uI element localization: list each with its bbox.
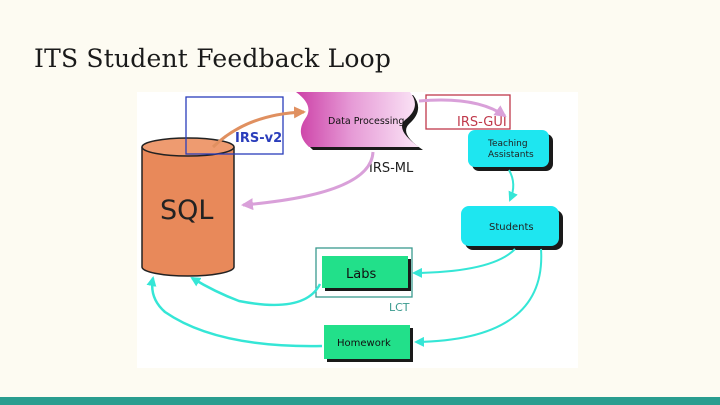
arrow-data-processing-to-gui bbox=[418, 98, 507, 118]
sql-label: SQL bbox=[160, 195, 213, 226]
bottom-accent-bar bbox=[0, 397, 720, 405]
data-processing-node: Data Processing bbox=[296, 92, 423, 150]
teaching-assistants-label-line1: Teaching bbox=[487, 139, 528, 149]
irs-gui-frame bbox=[425, 94, 511, 130]
students-label: Students bbox=[489, 222, 534, 233]
teaching-assistants-label-line2: Assistants bbox=[488, 150, 534, 160]
labs-label: Labs bbox=[346, 267, 376, 282]
data-processing-label: Data Processing bbox=[328, 116, 404, 127]
slide-title: ITS Student Feedback Loop bbox=[34, 44, 392, 73]
arrow-ta-to-students bbox=[508, 169, 518, 202]
arrow-homework-to-sql bbox=[146, 276, 323, 348]
irs-v2-frame bbox=[185, 96, 284, 155]
labs-node: Labs bbox=[322, 256, 411, 291]
irs-ml-label: IRS-ML bbox=[369, 161, 414, 176]
arrow-students-to-labs bbox=[412, 248, 516, 278]
lct-label: LCT bbox=[389, 301, 410, 314]
homework-node: Homework bbox=[324, 325, 413, 362]
irs-gui-label: IRS-GUI bbox=[457, 115, 507, 130]
students-node: Students bbox=[461, 206, 563, 250]
arrow-sql-to-data-processing bbox=[211, 106, 306, 149]
arrow-students-to-homework bbox=[414, 248, 543, 347]
arrow-data-processing-to-sql bbox=[241, 151, 375, 211]
arrow-labs-to-sql bbox=[190, 276, 322, 307]
sql-database-icon: SQL bbox=[141, 137, 235, 277]
homework-label: Homework bbox=[337, 338, 391, 349]
teaching-assistants-node: Teaching Assistants bbox=[468, 130, 553, 171]
irs-v2-label: IRS-v2 bbox=[235, 131, 282, 146]
feedback-loop-diagram: SQL IRS-v2 IRS-GUI Data Processing IRS-M… bbox=[137, 92, 578, 368]
lct-frame bbox=[315, 247, 413, 298]
